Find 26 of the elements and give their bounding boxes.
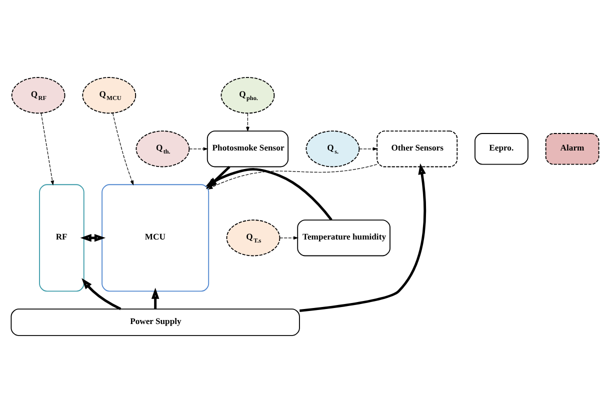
node-box: Temperature humidity [297,219,390,256]
arrow [279,236,298,240]
node-ellipse: Q$_{s.}$ [306,130,360,167]
arrow [358,146,378,150]
node-ellipse: Q$_{th.}$ [136,130,190,167]
arrow [246,112,250,132]
arrow [188,146,208,150]
arrow [205,168,332,220]
arrow [208,164,378,189]
node-ellipse: Q$_{T.s}$ [226,219,280,256]
arrow [206,165,230,189]
arrow [151,287,160,308]
node-ellipse: Q$_{MCU}$ [82,76,136,114]
node-ellipse: Q$_{pho.}$ [220,76,275,114]
node-box: Photosmoke Sensor [206,130,289,167]
node-box: RF [39,184,84,292]
node-box: Power Supply [10,308,300,336]
arrow [40,112,54,186]
node-box: Eepro. [474,132,528,164]
node-box: Other Sensors [376,130,458,167]
node-box: Alarm [545,132,600,164]
arrow [80,234,106,242]
node-box: MCU [102,184,210,292]
arrow [112,112,134,185]
node-ellipse: Q$_{RF}$ [11,76,66,114]
arrow [300,162,426,312]
